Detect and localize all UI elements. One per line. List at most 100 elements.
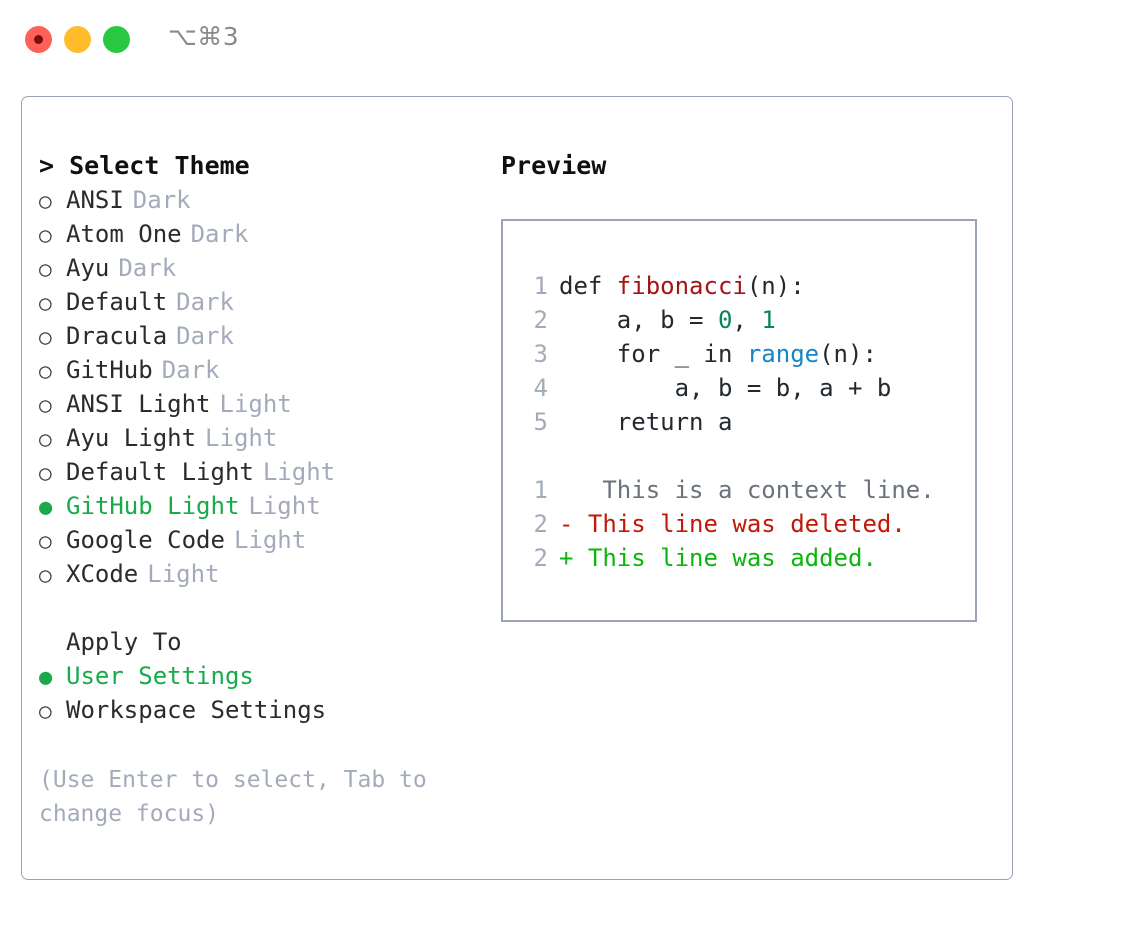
theme-option-label: GitHub — [66, 356, 153, 384]
theme-option-dracula[interactable]: ○ Dracula Dark — [39, 319, 489, 353]
code-token-num: 1 — [761, 306, 776, 334]
zoom-button-icon[interactable] — [103, 26, 130, 53]
apply-to-header-spacer: ○ — [39, 626, 66, 660]
keyboard-hint: (Use Enter to select, Tab to change focu… — [39, 767, 441, 827]
radio-unselected-icon: ○ — [39, 189, 52, 213]
apply-to-option-workspace-settings[interactable]: ○Workspace Settings — [39, 693, 489, 727]
apply-to-option-list[interactable]: ●User Settings○Workspace Settings — [39, 659, 489, 727]
radio-unselected-icon: ○ — [39, 461, 52, 485]
apply-to-header: Apply To — [66, 628, 182, 656]
radio-unselected-icon: ○ — [39, 291, 52, 315]
minimize-button-icon[interactable] — [64, 26, 91, 53]
code-token-plain: a, b = — [559, 306, 718, 334]
theme-option-google-code[interactable]: ○ Google Code Light — [39, 523, 489, 557]
radio-unselected-icon: ○ — [39, 393, 52, 417]
theme-option-label: Ayu Light — [66, 424, 197, 452]
code-line-number: 3 — [533, 340, 548, 368]
code-line-number: 2 — [533, 306, 548, 334]
theme-option-tag: Light — [205, 424, 278, 452]
code-line-text: for _ in range(n): — [559, 337, 877, 371]
theme-option-label: ANSI Light — [66, 390, 211, 418]
apply-to-option-user-settings[interactable]: ●User Settings — [39, 659, 489, 693]
theme-option-tag: Dark — [176, 322, 234, 350]
code-blank-line — [520, 439, 935, 473]
theme-option-tag: Light — [147, 560, 220, 588]
theme-option-ayu[interactable]: ○ Ayu Dark — [39, 251, 489, 285]
window-title: ⌥⌘3 — [168, 22, 240, 51]
code-line-number: 4 — [533, 374, 548, 402]
theme-option-default-light[interactable]: ○ Default Light Light — [39, 455, 489, 489]
title-bar: ⌥⌘3 — [0, 0, 1140, 78]
diff-marker — [559, 476, 573, 504]
theme-option-tag: Light — [248, 492, 321, 520]
code-token-plain: a, b = b, a + b — [559, 374, 892, 402]
theme-option-tag: Light — [219, 390, 292, 418]
code-token-plain: return a — [559, 408, 733, 436]
theme-option-label: ANSI — [66, 186, 124, 214]
radio-unselected-icon: ○ — [39, 257, 52, 281]
diff-line-deleted: 2- This line was deleted. — [520, 507, 935, 541]
window-controls — [25, 26, 130, 53]
theme-option-tag: Dark — [118, 254, 177, 282]
apply-to-section: ○ Apply To ●User Settings○Workspace Sett… — [39, 625, 489, 727]
diff-line-text: This is a context line. — [559, 473, 934, 507]
code-line-number: 1 — [533, 272, 548, 300]
code-line: 3 for _ in range(n): — [520, 337, 935, 371]
theme-option-label: XCode — [66, 560, 139, 588]
diff-line-number: 2 — [533, 544, 548, 572]
code-token-plain: for _ in — [559, 340, 747, 368]
theme-option-label: Ayu — [66, 254, 110, 282]
close-button-icon[interactable] — [25, 26, 52, 53]
theme-option-label: Dracula — [66, 322, 168, 350]
theme-option-atom-one[interactable]: ○ Atom One Dark — [39, 217, 489, 251]
code-line-number: 5 — [533, 408, 548, 436]
theme-option-label: Default — [66, 288, 168, 316]
diff-text: This line was deleted. — [573, 510, 906, 538]
preview-header: Preview — [501, 151, 607, 180]
diff-line-number: 2 — [533, 510, 548, 538]
diff-text: This line was added. — [573, 544, 877, 572]
radio-unselected-icon: ○ — [39, 529, 52, 553]
select-theme-header: > Select Theme — [39, 151, 250, 180]
diff-line-text: + This line was added. — [559, 541, 877, 575]
theme-option-tag: Dark — [190, 220, 249, 248]
code-token-fn: fibonacci — [616, 272, 747, 300]
code-line: 4 a, b = b, a + b — [520, 371, 935, 405]
code-line: 5 return a — [520, 405, 935, 439]
theme-option-ansi-light[interactable]: ○ ANSI Light Light — [39, 387, 489, 421]
diff-line-text: - This line was deleted. — [559, 507, 906, 541]
radio-unselected-icon: ○ — [39, 223, 52, 247]
radio-unselected-icon: ○ — [39, 325, 52, 349]
diff-marker: - — [559, 510, 574, 538]
theme-option-label: Google Code — [66, 526, 225, 554]
code-token-plain: (n): — [819, 340, 877, 368]
diff-line-number: 1 — [533, 476, 548, 504]
diff-marker: + — [559, 544, 574, 572]
theme-option-label: Default Light — [66, 458, 254, 486]
diff-line-added: 2 + This line was added. — [520, 541, 935, 575]
theme-option-tag: Light — [233, 526, 307, 554]
code-token-num: 0 — [717, 306, 733, 334]
radio-unselected-icon: ○ — [39, 699, 52, 723]
diff-line-context: 1 This is a context line. — [520, 473, 935, 507]
code-token-plain: , — [732, 306, 762, 334]
code-line-text: a, b = 0, 1 — [559, 303, 776, 337]
code-token-plain: def — [559, 272, 617, 300]
theme-option-label: Atom One — [66, 220, 182, 248]
theme-option-tag: Light — [262, 458, 336, 486]
apply-to-header-row: ○ Apply To — [39, 625, 489, 659]
